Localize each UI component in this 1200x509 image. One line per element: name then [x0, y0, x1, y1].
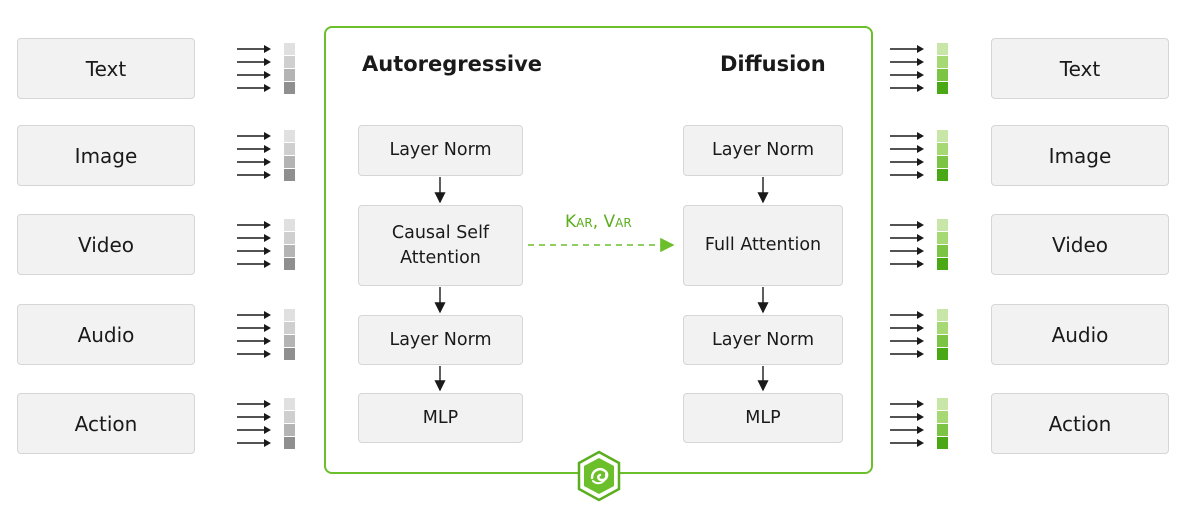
output-modality-image: Image — [991, 125, 1169, 186]
input-modality-text: Text — [17, 38, 195, 99]
input-modality-image: Image — [17, 125, 195, 186]
input-modality-audio: Audio — [17, 304, 195, 365]
output-tokens-5 — [890, 398, 952, 451]
diffusion-title: Diffusion — [720, 52, 826, 76]
input-tokens-3 — [237, 219, 299, 272]
input-tokens-5 — [237, 398, 299, 451]
input-tokens-4 — [237, 309, 299, 362]
output-tokens-3 — [890, 219, 952, 272]
output-modality-video: Video — [991, 214, 1169, 275]
ar-layer-norm-1: Layer Norm — [358, 125, 523, 176]
output-tokens-1 — [890, 43, 952, 96]
input-tokens-1 — [237, 43, 299, 96]
input-modality-video: Video — [17, 214, 195, 275]
output-modality-text: Text — [991, 38, 1169, 99]
cube-logo-icon — [577, 450, 621, 502]
output-tokens-2 — [890, 130, 952, 183]
diff-full-attention: Full Attention — [683, 205, 843, 286]
ar-mlp: MLP — [358, 393, 523, 443]
autoregressive-title: Autoregressive — [362, 52, 543, 76]
diff-mlp: MLP — [683, 393, 843, 443]
output-modality-audio: Audio — [991, 304, 1169, 365]
input-modality-action: Action — [17, 393, 195, 454]
output-tokens-4 — [890, 309, 952, 362]
kv-cache-label: Kar, Var — [565, 212, 632, 232]
diff-layer-norm-1: Layer Norm — [683, 125, 843, 176]
diff-layer-norm-2: Layer Norm — [683, 315, 843, 365]
input-tokens-2 — [237, 130, 299, 183]
ar-layer-norm-2: Layer Norm — [358, 315, 523, 365]
output-modality-action: Action — [991, 393, 1169, 454]
ar-causal-self-attention: Causal Self Attention — [358, 205, 523, 286]
